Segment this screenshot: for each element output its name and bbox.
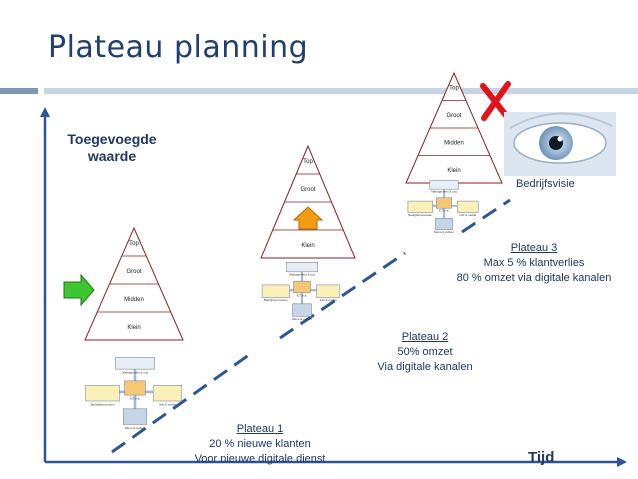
plateau-3-title: Plateau 3 bbox=[510, 242, 558, 254]
plateau-3-line1: Max 5 % klantverlies bbox=[483, 257, 585, 269]
pyramid-level-label: Klein bbox=[127, 325, 140, 331]
mini-label-bottom: Mens & cultuur bbox=[292, 317, 312, 321]
mini-box-bottom bbox=[292, 303, 312, 317]
mini-label-right: Info & media bbox=[320, 298, 337, 302]
mini-box-left bbox=[85, 385, 120, 402]
mini-label-top: Management & org bbox=[289, 272, 315, 276]
mini-label-right: Info & media bbox=[459, 213, 476, 217]
green-arrow-icon bbox=[63, 273, 95, 307]
pyramid-level-label: Top bbox=[449, 86, 459, 92]
plateau-1-line2: Voor nieuwe digitale dienst bbox=[194, 453, 326, 465]
mini-box-center bbox=[293, 280, 311, 294]
mini-box-top bbox=[115, 357, 155, 370]
pyramid-level-label: Top bbox=[129, 241, 139, 247]
plateau-2-line1: 50% omzet bbox=[397, 346, 453, 358]
mini-box-bottom bbox=[435, 217, 453, 230]
mini-box-top bbox=[429, 180, 459, 190]
x-axis-label: Tijd bbox=[528, 449, 555, 466]
pyramid-level-label: Groot bbox=[300, 187, 315, 193]
pyramid-level-label: Midden bbox=[444, 141, 464, 147]
plateau-3-line2: 80 % omzet via digitale kanalen bbox=[456, 272, 612, 284]
mini-box-left bbox=[407, 200, 433, 213]
mini-box-center bbox=[436, 197, 452, 209]
plateau-2-title: Plateau 2 bbox=[401, 331, 449, 343]
pyramid-level-label: Top bbox=[303, 159, 313, 165]
pyramid-level-label: Groot bbox=[126, 269, 141, 275]
plateau-2-line2: Via digitale kanalen bbox=[377, 361, 473, 373]
plateau-3-label: Plateau 3 Max 5 % klantverlies 80 % omze… bbox=[440, 241, 628, 286]
slide-title: Plateau planning bbox=[48, 30, 309, 65]
pyramid-level-label: Groot bbox=[446, 113, 461, 119]
vision-label: Bedrijfsvisie bbox=[516, 178, 575, 190]
eye-icon bbox=[504, 112, 616, 176]
mini-label-right: Info & media bbox=[159, 403, 176, 407]
title-accent-bar bbox=[0, 88, 38, 94]
y-axis-label: Toegevoegde waarde bbox=[67, 131, 157, 164]
mini-label-left: Bedrijfsprocessen bbox=[408, 213, 432, 217]
pyramid-level-label: Midden bbox=[124, 297, 144, 303]
mini-box-left bbox=[261, 284, 290, 298]
mini-box-bottom bbox=[123, 408, 148, 425]
mini-box-right bbox=[456, 200, 479, 213]
path-segment-1 bbox=[111, 350, 254, 454]
mini-box-center bbox=[124, 380, 146, 396]
mini-label-top: Management & org bbox=[431, 190, 457, 194]
red-cross-icon bbox=[480, 81, 511, 121]
mini-label-bottom: Mens & cultuur bbox=[434, 230, 454, 234]
mini-box-right bbox=[316, 284, 341, 298]
path-segment-3 bbox=[461, 198, 511, 234]
mini-box-right bbox=[152, 385, 183, 402]
plateau-1-title: Plateau 1 bbox=[236, 423, 284, 435]
mini-label-center: ICT e.a. bbox=[297, 293, 308, 297]
mini-label-bottom: Mens & cultuur bbox=[125, 426, 145, 430]
mini-label-center: ICT e.a. bbox=[439, 209, 450, 213]
plateau-1-line1: 20 % nieuwe klanten bbox=[209, 438, 311, 450]
path-segment-2 bbox=[279, 251, 406, 340]
pyramid-level-label: Klein bbox=[447, 168, 460, 174]
mini-label-center: ICT e.a. bbox=[130, 397, 141, 401]
plateau-2-label: Plateau 2 50% omzet Via digitale kanalen bbox=[350, 330, 500, 375]
mini-label-left: Bedrijfsprocessen bbox=[264, 298, 288, 302]
plateau-1-label: Plateau 1 20 % nieuwe klanten Voor nieuw… bbox=[172, 422, 348, 467]
title-underline-bar bbox=[44, 88, 638, 94]
mini-label-top: Management & org bbox=[122, 371, 148, 375]
mini-box-top bbox=[285, 262, 319, 273]
mini-label-left: Bedrijfsprocessen bbox=[91, 403, 115, 407]
pyramid-level-label: Klein bbox=[301, 243, 314, 249]
orange-up-arrow-icon bbox=[292, 206, 324, 230]
